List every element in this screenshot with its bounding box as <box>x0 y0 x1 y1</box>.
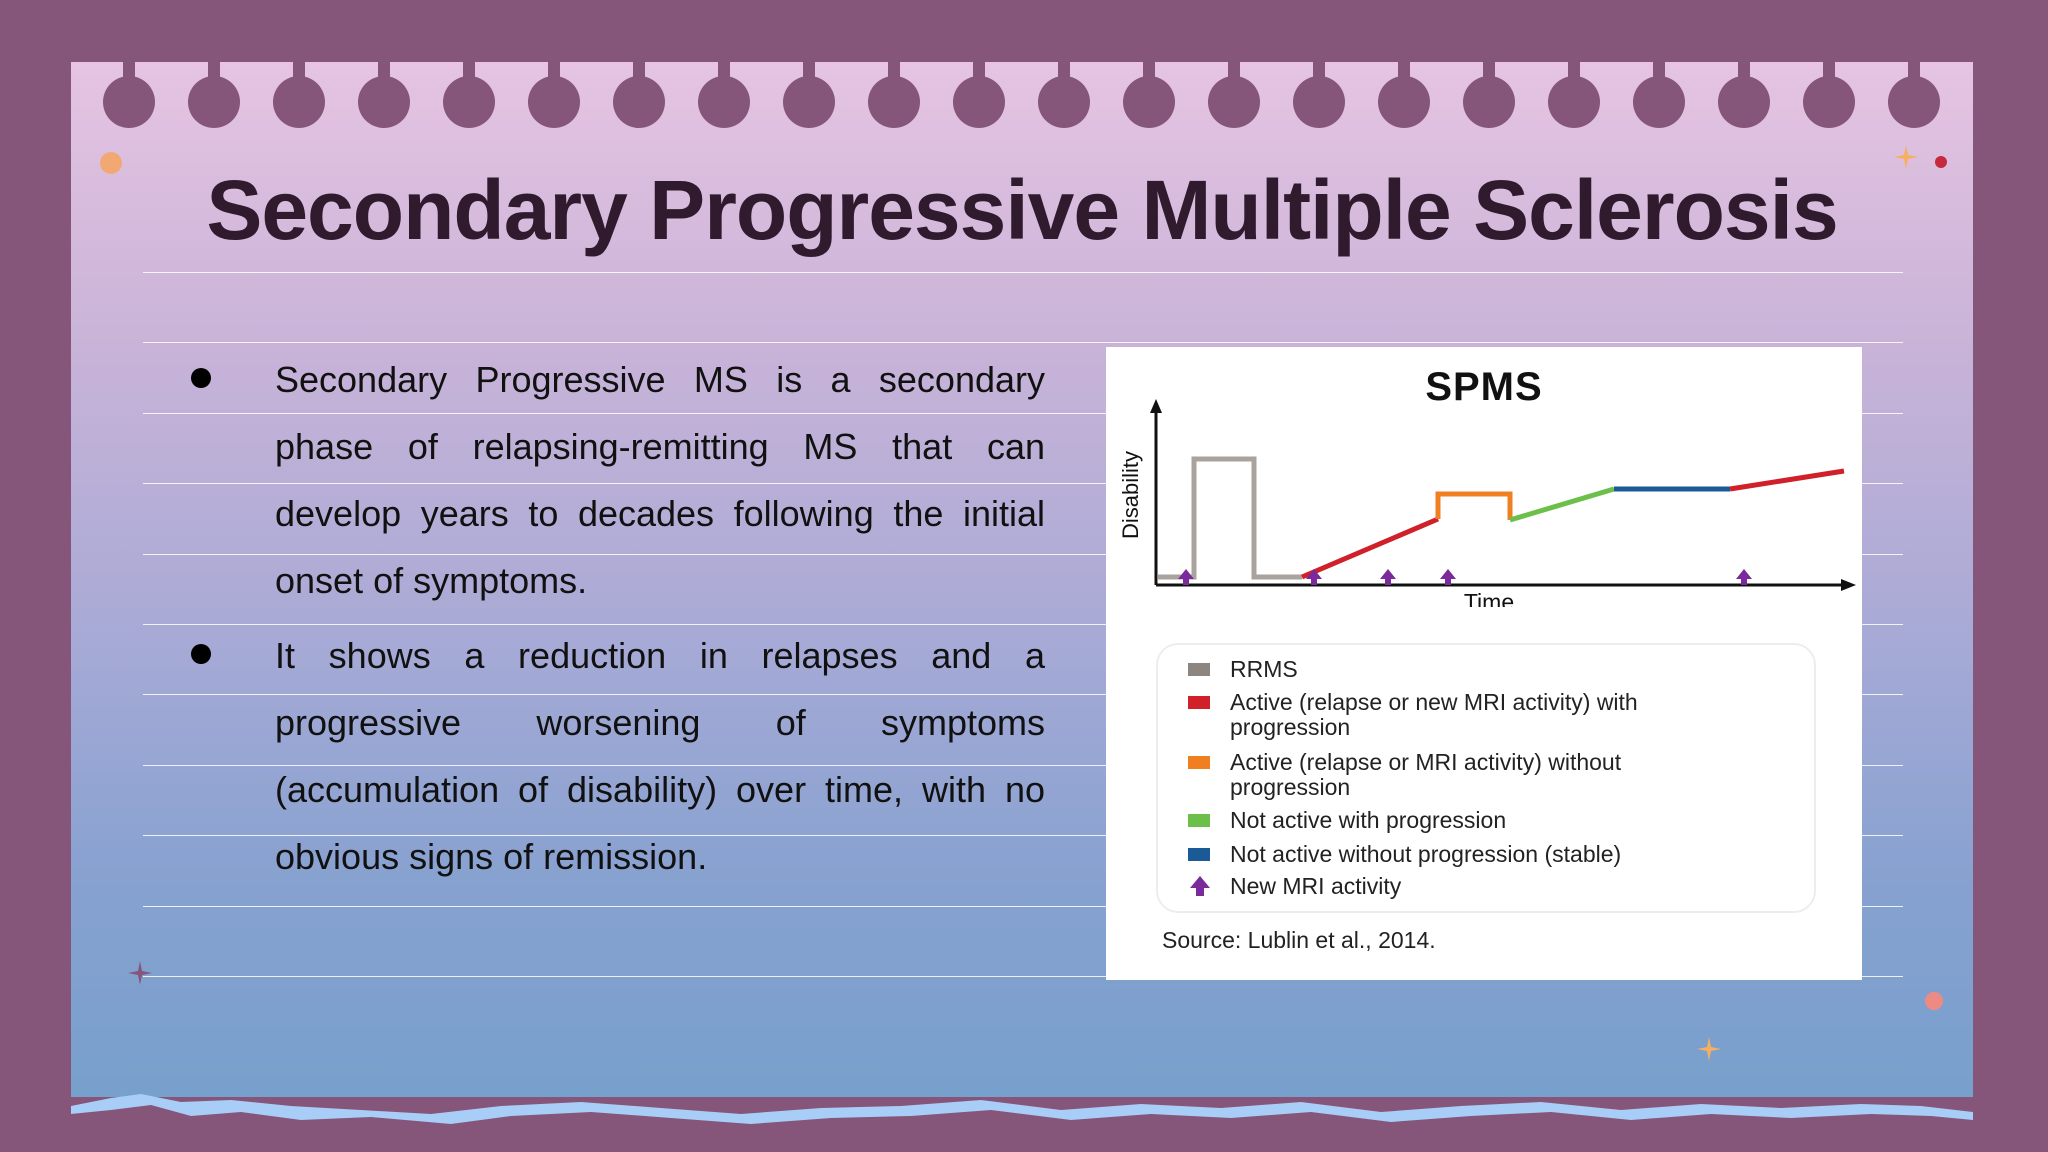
active-no-progression-line <box>1435 491 1513 520</box>
legend-item-active-progression: Active (relapse or new MRI activity) wit… <box>1188 689 1750 740</box>
legend-item-stable: Not active without progression (stable) <box>1188 841 1622 867</box>
binding-hole <box>868 62 920 128</box>
binding-hole <box>1633 62 1685 128</box>
x-axis-label: Time <box>1464 589 1514 607</box>
up-arrow-icon <box>1178 569 1194 585</box>
up-arrow-icon <box>1736 569 1752 585</box>
legend-label: Not active without progression (stable) <box>1230 841 1622 867</box>
bullet-text: Secondary Progressive MS is a secondary … <box>275 359 1045 601</box>
binding-hole <box>1548 62 1600 128</box>
orange-dot-decoration <box>100 152 122 174</box>
bullet-dot-icon <box>191 644 211 664</box>
active-progression-line <box>1301 516 1439 580</box>
ruled-line <box>143 483 1903 484</box>
slide-page: Secondary Progressive Multiple Sclerosis… <box>71 62 1973 1132</box>
figure-legend: RRMS Active (relapse or new MRI activity… <box>1156 643 1816 913</box>
ruled-line <box>143 554 1903 555</box>
ruled-line <box>143 906 1903 907</box>
notebook-holes <box>71 62 1973 128</box>
legend-item-new-mri: New MRI activity <box>1190 874 1401 899</box>
legend-swatch <box>1188 848 1210 861</box>
bullet-list: Secondary Progressive MS is a secondary … <box>183 346 1045 890</box>
legend-swatch <box>1188 814 1210 827</box>
binding-hole <box>1293 62 1345 128</box>
binding-hole <box>1803 62 1855 128</box>
legend-item-rrms: RRMS <box>1188 656 1298 682</box>
legend-label: RRMS <box>1230 656 1298 682</box>
spms-figure: SPMS Disability Time <box>1106 347 1862 980</box>
not-active-progression-line <box>1509 486 1615 523</box>
up-arrow-icon <box>1380 569 1396 585</box>
binding-hole <box>613 62 665 128</box>
binding-hole <box>443 62 495 128</box>
active-progression-line <box>1729 468 1845 492</box>
bullet-text: It shows a reduction in relapses and a p… <box>275 635 1045 877</box>
star-decoration-icon <box>1894 145 1918 169</box>
legend-swatch <box>1188 663 1210 676</box>
legend-label: Active (relapse or MRI activity) without… <box>1230 749 1622 800</box>
binding-hole <box>273 62 325 128</box>
red-dot-decoration <box>1935 156 1947 168</box>
bullet-item: Secondary Progressive MS is a secondary … <box>183 346 1045 614</box>
figure-source: Source: Lublin et al., 2014. <box>1162 927 1436 953</box>
ruled-line <box>143 342 1903 343</box>
binding-hole <box>1888 62 1940 128</box>
binding-hole <box>698 62 750 128</box>
y-axis-arrow-icon <box>1150 399 1162 413</box>
x-axis-arrow-icon <box>1841 579 1856 591</box>
legend-label: Active (relapse or new MRI activity) wit… <box>1230 689 1638 740</box>
legend-swatch <box>1188 756 1210 769</box>
figure-title: SPMS <box>1425 365 1543 409</box>
slide-title: Secondary Progressive Multiple Sclerosis <box>206 163 1838 257</box>
binding-hole <box>1123 62 1175 128</box>
binding-hole <box>103 62 155 128</box>
star-decoration-icon <box>1697 1037 1721 1061</box>
legend-item-not-active-progression: Not active with progression <box>1188 807 1507 833</box>
binding-hole <box>1208 62 1260 128</box>
torn-edge <box>71 1094 1973 1132</box>
binding-hole <box>1463 62 1515 128</box>
binding-hole <box>1038 62 1090 128</box>
legend-label: New MRI activity <box>1230 873 1402 899</box>
star-decoration-icon <box>128 961 152 985</box>
coral-dot-decoration <box>1925 992 1943 1010</box>
legend-item-active-no-progression: Active (relapse or MRI activity) without… <box>1188 749 1690 800</box>
y-axis-label: Disability <box>1118 451 1143 539</box>
legend-swatch <box>1188 696 1210 709</box>
ruled-line <box>143 413 1903 414</box>
bullet-item: It shows a reduction in relapses and a p… <box>183 622 1045 890</box>
up-arrow-icon <box>1440 569 1456 585</box>
binding-hole <box>783 62 835 128</box>
binding-hole <box>358 62 410 128</box>
binding-hole <box>1718 62 1770 128</box>
ruled-line <box>143 765 1903 766</box>
up-arrow-icon <box>1190 876 1210 896</box>
ruled-line <box>143 976 1903 977</box>
binding-hole <box>188 62 240 128</box>
spms-diagram: Disability Time <box>1118 399 1856 607</box>
binding-hole <box>1378 62 1430 128</box>
up-arrow-icon <box>1306 569 1322 585</box>
bullet-dot-icon <box>191 368 211 388</box>
binding-hole <box>953 62 1005 128</box>
ruled-line <box>143 624 1903 625</box>
mri-activity-markers <box>1178 569 1752 585</box>
rrms-line <box>1158 456 1302 580</box>
ruled-line <box>143 835 1903 836</box>
legend-label: Not active with progression <box>1230 807 1507 833</box>
binding-hole <box>528 62 580 128</box>
ruled-line <box>143 272 1903 273</box>
ruled-line <box>143 694 1903 695</box>
